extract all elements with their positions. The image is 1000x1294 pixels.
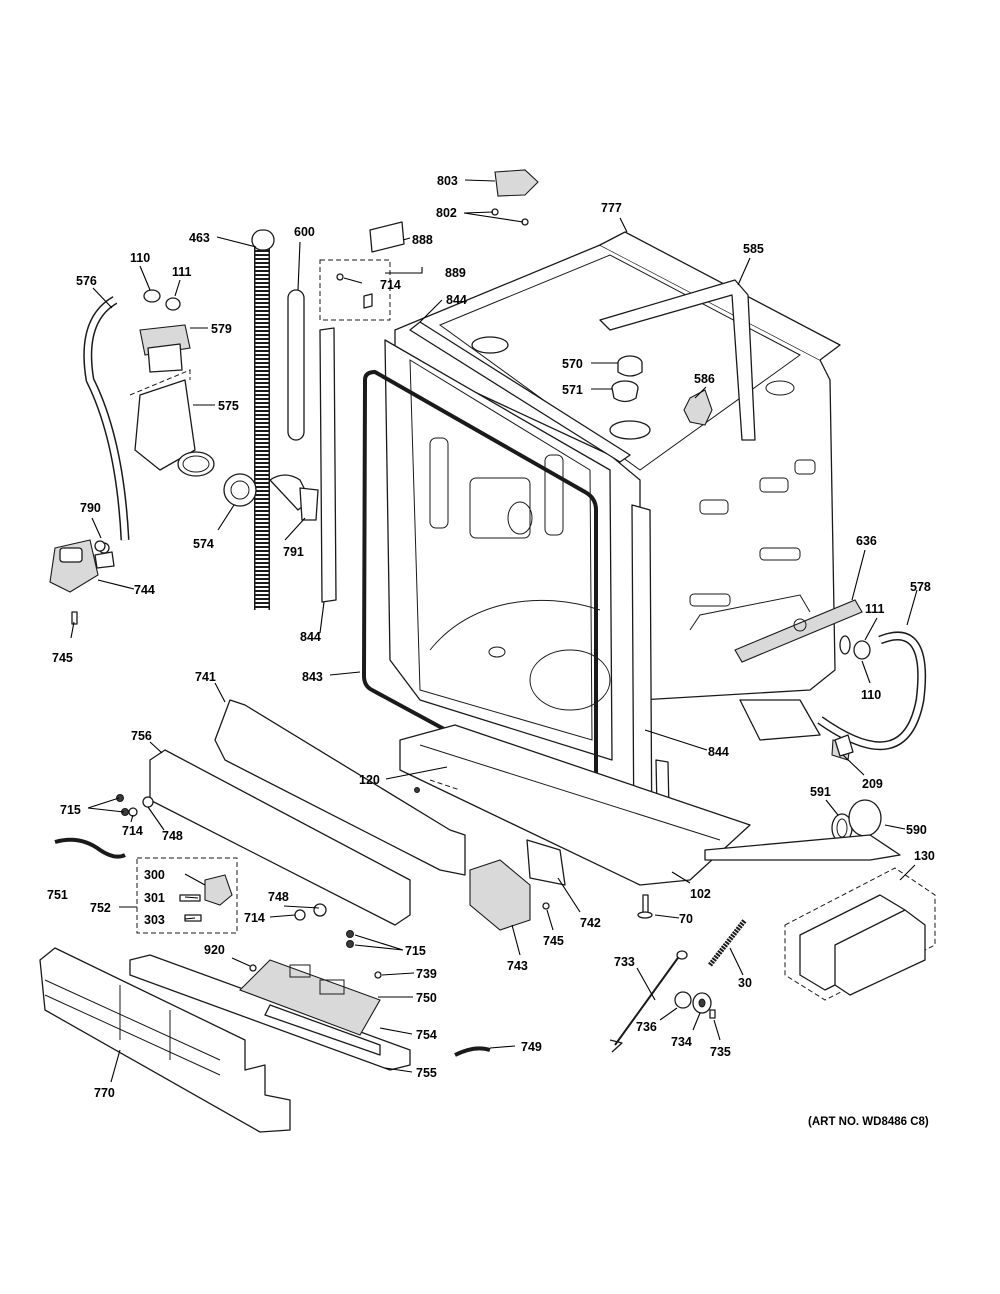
callout-743: 743 xyxy=(507,959,528,973)
callout-111-right: 111 xyxy=(865,602,885,616)
callout-748-left: 748 xyxy=(162,829,183,843)
callout-130: 130 xyxy=(914,849,935,863)
callout-791: 791 xyxy=(283,545,304,559)
callout-735: 735 xyxy=(710,1045,731,1059)
callout-labels: 803 802 777 888 889 714 463 600 585 576 … xyxy=(47,174,935,1100)
callout-920: 920 xyxy=(204,943,225,957)
fasteners xyxy=(94,540,420,979)
callout-110-right: 110 xyxy=(861,688,881,702)
callout-570: 570 xyxy=(562,357,583,371)
callout-585: 585 xyxy=(743,242,764,256)
tub-interior xyxy=(384,339,613,761)
base-frame xyxy=(399,699,821,886)
callout-579: 579 xyxy=(211,322,232,336)
callout-745-mid: 745 xyxy=(543,934,564,948)
callout-111-left: 111 xyxy=(172,265,192,279)
callout-574: 574 xyxy=(193,537,214,551)
electronic-box xyxy=(469,859,531,931)
callout-714-left: 714 xyxy=(122,824,143,838)
callout-301: 301 xyxy=(144,891,165,905)
callout-750: 750 xyxy=(416,991,437,1005)
insulation-strip-left xyxy=(319,327,337,603)
callout-843: 843 xyxy=(302,670,323,684)
callout-575: 575 xyxy=(218,399,239,413)
bracket-742 xyxy=(526,839,566,886)
sump-parts xyxy=(611,355,713,426)
vent-hole xyxy=(793,618,807,632)
top-strip xyxy=(409,321,631,463)
callout-590: 590 xyxy=(906,823,927,837)
callout-844-left: 844 xyxy=(300,630,321,644)
callout-30: 30 xyxy=(738,976,752,990)
callout-749: 749 xyxy=(521,1040,542,1054)
vent-tube xyxy=(269,289,319,521)
callout-120: 120 xyxy=(359,773,380,787)
callout-300: 300 xyxy=(144,868,165,882)
callout-777: 777 xyxy=(601,201,622,215)
callout-770: 770 xyxy=(94,1086,115,1100)
callout-790: 790 xyxy=(80,501,101,515)
callout-636: 636 xyxy=(856,534,877,548)
callout-571: 571 xyxy=(562,383,583,397)
callout-110-left: 110 xyxy=(130,251,150,265)
callout-803: 803 xyxy=(437,174,458,188)
sensor-bracket xyxy=(179,894,201,902)
drain-hose xyxy=(251,229,275,610)
callout-303: 303 xyxy=(144,913,165,927)
callout-586: 586 xyxy=(694,372,715,386)
callout-754: 754 xyxy=(416,1028,437,1042)
callout-742: 742 xyxy=(580,916,601,930)
callout-736: 736 xyxy=(636,1020,657,1034)
callout-576: 576 xyxy=(76,274,97,288)
callout-889: 889 xyxy=(445,266,466,280)
callout-591: 591 xyxy=(810,785,831,799)
door-latch-parts xyxy=(319,169,539,321)
callout-209: 209 xyxy=(862,777,883,791)
callout-844-top: 844 xyxy=(446,293,467,307)
callout-745-left: 745 xyxy=(52,651,73,665)
outlet-fitting xyxy=(839,635,871,660)
control-board-assembly xyxy=(129,954,411,1071)
callout-744: 744 xyxy=(134,583,155,597)
callout-741: 741 xyxy=(195,670,216,684)
callout-844-bottom: 844 xyxy=(708,745,729,759)
insulation-kit xyxy=(784,867,936,1001)
callout-751: 751 xyxy=(47,888,68,902)
callout-600: 600 xyxy=(294,225,315,239)
callout-578: 578 xyxy=(910,580,931,594)
circulation-pump-parts xyxy=(704,739,901,861)
fill-hose-inner xyxy=(84,297,128,541)
sensor-kit-box xyxy=(136,857,238,934)
callout-756: 756 xyxy=(131,729,152,743)
door-spring-parts xyxy=(542,894,747,1053)
art-number: (ART NO. WD8486 C8) xyxy=(808,1116,929,1128)
front-rail xyxy=(214,699,466,876)
leader-lines xyxy=(70,179,918,1083)
tub-strut xyxy=(599,279,756,441)
callout-734: 734 xyxy=(671,1035,692,1049)
callout-714-mid: 714 xyxy=(244,911,265,925)
wire-harness xyxy=(54,837,126,859)
callout-102: 102 xyxy=(690,887,711,901)
sensor-body xyxy=(204,874,233,906)
callout-70: 70 xyxy=(679,912,693,926)
water-inlet-parts xyxy=(129,289,257,507)
callout-739: 739 xyxy=(416,967,437,981)
callout-463: 463 xyxy=(189,231,210,245)
callout-714-top: 714 xyxy=(380,278,401,292)
callout-755: 755 xyxy=(416,1066,437,1080)
callout-748-mid: 748 xyxy=(268,890,289,904)
shipping-carton xyxy=(39,947,291,1133)
callout-888: 888 xyxy=(412,233,433,247)
callout-733: 733 xyxy=(614,955,635,969)
harness-749 xyxy=(454,1046,491,1057)
inlet-valve xyxy=(49,539,115,625)
callout-715-left: 715 xyxy=(60,803,81,817)
callout-715-mid: 715 xyxy=(405,944,426,958)
clip-209 xyxy=(834,734,854,757)
callout-802: 802 xyxy=(436,206,457,220)
callout-752: 752 xyxy=(90,901,111,915)
